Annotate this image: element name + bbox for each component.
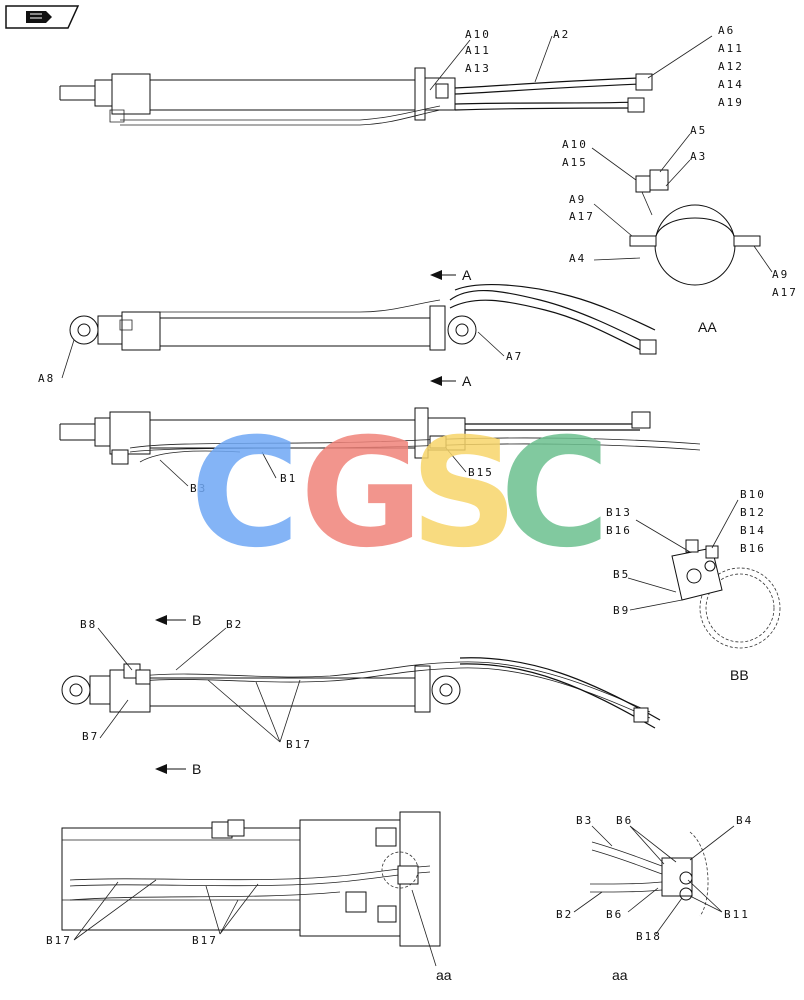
nav-icon-button[interactable]	[5, 5, 80, 29]
label-b16: B16	[606, 524, 632, 537]
section-label-b: B	[192, 761, 201, 777]
watermark-logo: C G S C	[190, 407, 610, 581]
section-arrow-a-top: A	[430, 267, 472, 283]
label-a4: A4	[569, 252, 586, 265]
label-b6: B6	[606, 908, 623, 921]
label-b2: B2	[226, 618, 243, 631]
label-b4: B4	[736, 814, 753, 827]
label-b6: B6	[616, 814, 633, 827]
label-a11: A11	[465, 44, 491, 57]
label-b13: B13	[606, 506, 632, 519]
label-a6: A6	[718, 24, 735, 37]
label-b17: B17	[286, 738, 312, 751]
label-b15: B15	[468, 466, 494, 479]
label-a7: A7	[506, 350, 523, 363]
section-label-a: A	[462, 373, 472, 389]
watermark-letter-s: S	[410, 407, 518, 581]
view-label-aa-left: aa	[436, 967, 452, 983]
detail-aa-clamp	[629, 169, 761, 286]
view-label-aa: AA	[698, 319, 717, 335]
label-b10: B10	[740, 488, 766, 501]
label-a10: A10	[465, 28, 491, 41]
label-b17: B17	[46, 934, 72, 947]
label-b14: B14	[740, 524, 766, 537]
label-b9: B9	[613, 604, 630, 617]
label-a9: A9	[569, 193, 586, 206]
cylinder-view-4	[61, 657, 661, 729]
label-a11: A11	[718, 42, 744, 55]
label-a12: A12	[718, 60, 744, 73]
label-a3: A3	[690, 150, 707, 163]
label-b11: B11	[724, 908, 750, 921]
label-a13: A13	[465, 62, 491, 75]
label-b18: B18	[636, 930, 662, 943]
detail-aa-right	[589, 831, 709, 917]
book-arrow-icon	[26, 11, 52, 23]
label-a17: A17	[569, 210, 595, 223]
label-a9: A9	[772, 268, 789, 281]
label-a8: A8	[38, 372, 55, 385]
label-a19: A19	[718, 96, 744, 109]
view-label-aa-right: aa	[612, 967, 628, 983]
label-b5: B5	[613, 568, 630, 581]
label-a5: A5	[690, 124, 707, 137]
label-b7: B7	[82, 730, 99, 743]
label-b8: B8	[80, 618, 97, 631]
cylinder-view-3	[59, 407, 701, 465]
section-label-a: A	[462, 267, 472, 283]
label-b12: B12	[740, 506, 766, 519]
label-a17: A17	[772, 286, 798, 299]
section-arrow-b-top: B	[155, 612, 201, 628]
label-a14: A14	[718, 78, 744, 91]
label-a10: A10	[562, 138, 588, 151]
watermark-letter-c1: C	[190, 407, 300, 581]
label-b3: B3	[190, 482, 207, 495]
watermark-letter-g: G	[300, 407, 423, 581]
label-b2: B2	[556, 908, 573, 921]
label-a15: A15	[562, 156, 588, 169]
detail-aa-left	[61, 811, 441, 947]
cylinder-view-2	[69, 284, 657, 355]
label-b1: B1	[280, 472, 297, 485]
section-arrow-b-bottom: B	[155, 761, 201, 777]
watermark-letter-c2: C	[500, 407, 610, 581]
label-b17: B17	[192, 934, 218, 947]
view-label-bb: BB	[730, 667, 749, 683]
detail-bb-manifold	[671, 539, 781, 649]
label-a2: A2	[553, 28, 570, 41]
label-b16: B16	[740, 542, 766, 555]
cylinder-view-1	[59, 67, 653, 126]
section-arrow-a-bottom: A	[430, 373, 472, 389]
label-b3: B3	[576, 814, 593, 827]
section-label-b: B	[192, 612, 201, 628]
